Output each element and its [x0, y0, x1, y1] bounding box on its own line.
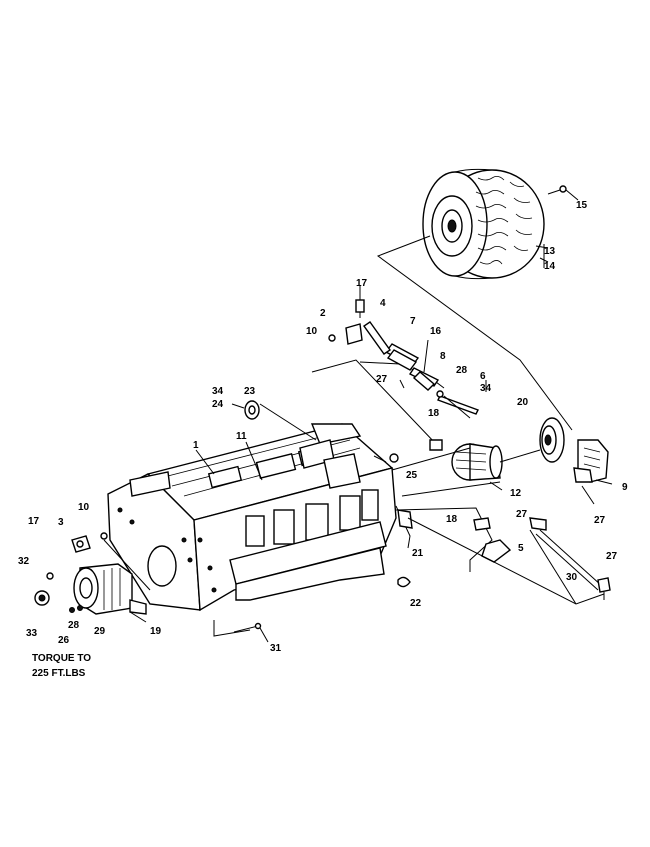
- callout-10-left: 10: [78, 502, 90, 513]
- callout-28-left: 28: [68, 620, 80, 631]
- nut-32: [46, 572, 54, 580]
- frame-to-motor-line: [391, 447, 471, 471]
- wheel-valve-stem: [547, 185, 579, 201]
- leader-axle: [311, 359, 437, 445]
- callout-17-left: 17: [28, 516, 40, 527]
- callout-25: 25: [406, 470, 418, 481]
- callout-2: 2: [320, 308, 326, 319]
- fitting-3: [71, 535, 91, 553]
- callout-6: 6: [480, 371, 486, 382]
- callout-16: 16: [430, 326, 442, 337]
- callout-24: 24: [212, 399, 224, 410]
- callout-20: 20: [517, 397, 529, 408]
- leader-27-top: [399, 379, 405, 389]
- rear-wheel-tire: [422, 168, 545, 280]
- main-frame-1: [107, 423, 397, 612]
- leader-5: [395, 507, 493, 572]
- leader-25: [373, 455, 387, 463]
- callout-8: 8: [440, 351, 446, 362]
- wheel-leader: [376, 235, 573, 431]
- callout-5: 5: [518, 543, 524, 554]
- torque-note-line2: 225 FT.LBS: [32, 668, 86, 679]
- callout-18-top: 18: [428, 408, 440, 419]
- hydro-pump-19: [73, 563, 147, 615]
- washer-28-29: [69, 605, 83, 613]
- linkage-parts: [328, 286, 471, 419]
- callout-17-top: 17: [356, 278, 368, 289]
- callout-15: 15: [576, 200, 588, 211]
- callout-27-right: 27: [594, 515, 606, 526]
- callout-23: 23: [244, 386, 256, 397]
- brake-hub-20: [539, 417, 565, 463]
- bolt-23: [231, 400, 260, 420]
- rod-outline: [407, 517, 605, 605]
- brake-caliper-9: [573, 439, 609, 483]
- brake-arm-5: [481, 539, 512, 563]
- brake-rod-30: [529, 517, 611, 605]
- clip-22: [397, 576, 411, 588]
- leader-pump: [103, 539, 151, 591]
- callout-22: 22: [410, 598, 422, 609]
- bushing-21: [397, 509, 413, 529]
- callout-21: 21: [412, 548, 424, 559]
- callout-30: 30: [566, 572, 578, 583]
- spacer-18-top: [429, 439, 443, 451]
- callout-11: 11: [236, 431, 247, 442]
- callout-34-top: 34: [480, 383, 492, 394]
- leader-19: [129, 611, 147, 623]
- callout-3: 3: [58, 517, 64, 528]
- callout-27-rod-end: 27: [606, 551, 618, 562]
- callout-32: 32: [18, 556, 30, 567]
- callout-19: 19: [150, 626, 162, 637]
- callout-13: 13: [544, 246, 556, 257]
- callout-4: 4: [380, 298, 386, 309]
- wheel-motor-12: [451, 443, 541, 481]
- callout-1: 1: [193, 440, 199, 451]
- callout-33: 33: [26, 628, 38, 639]
- callout-31: 31: [270, 643, 282, 654]
- callout-18-lower: 18: [446, 514, 458, 525]
- bolt-31: [233, 622, 269, 643]
- leader-23: [259, 403, 317, 441]
- leader-9: [595, 479, 613, 485]
- drive-shaft-6: [437, 380, 487, 415]
- callout-28-top: 28: [456, 365, 468, 376]
- callout-12: 12: [510, 488, 522, 499]
- callout-26: 26: [58, 635, 70, 646]
- callout-27-rod: 27: [516, 509, 528, 520]
- spacer-18-lower: [473, 517, 491, 531]
- washer-10-left: [100, 532, 108, 540]
- tire-bracket: [535, 244, 549, 268]
- nut-33: [34, 590, 50, 606]
- bolt-25: [389, 453, 399, 463]
- callout-7: 7: [410, 316, 416, 327]
- callout-29: 29: [94, 626, 106, 637]
- frame-to-motor-line-2: [401, 481, 501, 497]
- leader-31-bracket: [213, 620, 251, 637]
- leader-27-right: [581, 485, 595, 505]
- callout-10-top: 10: [306, 326, 318, 337]
- callout-34-left: 34: [212, 386, 224, 397]
- callout-27-top: 27: [376, 374, 388, 385]
- callout-9: 9: [622, 482, 628, 493]
- leader-1: [195, 449, 215, 475]
- callout-14: 14: [544, 261, 556, 272]
- torque-note-line1: TORQUE TO: [32, 653, 91, 664]
- leader-11: [245, 441, 263, 481]
